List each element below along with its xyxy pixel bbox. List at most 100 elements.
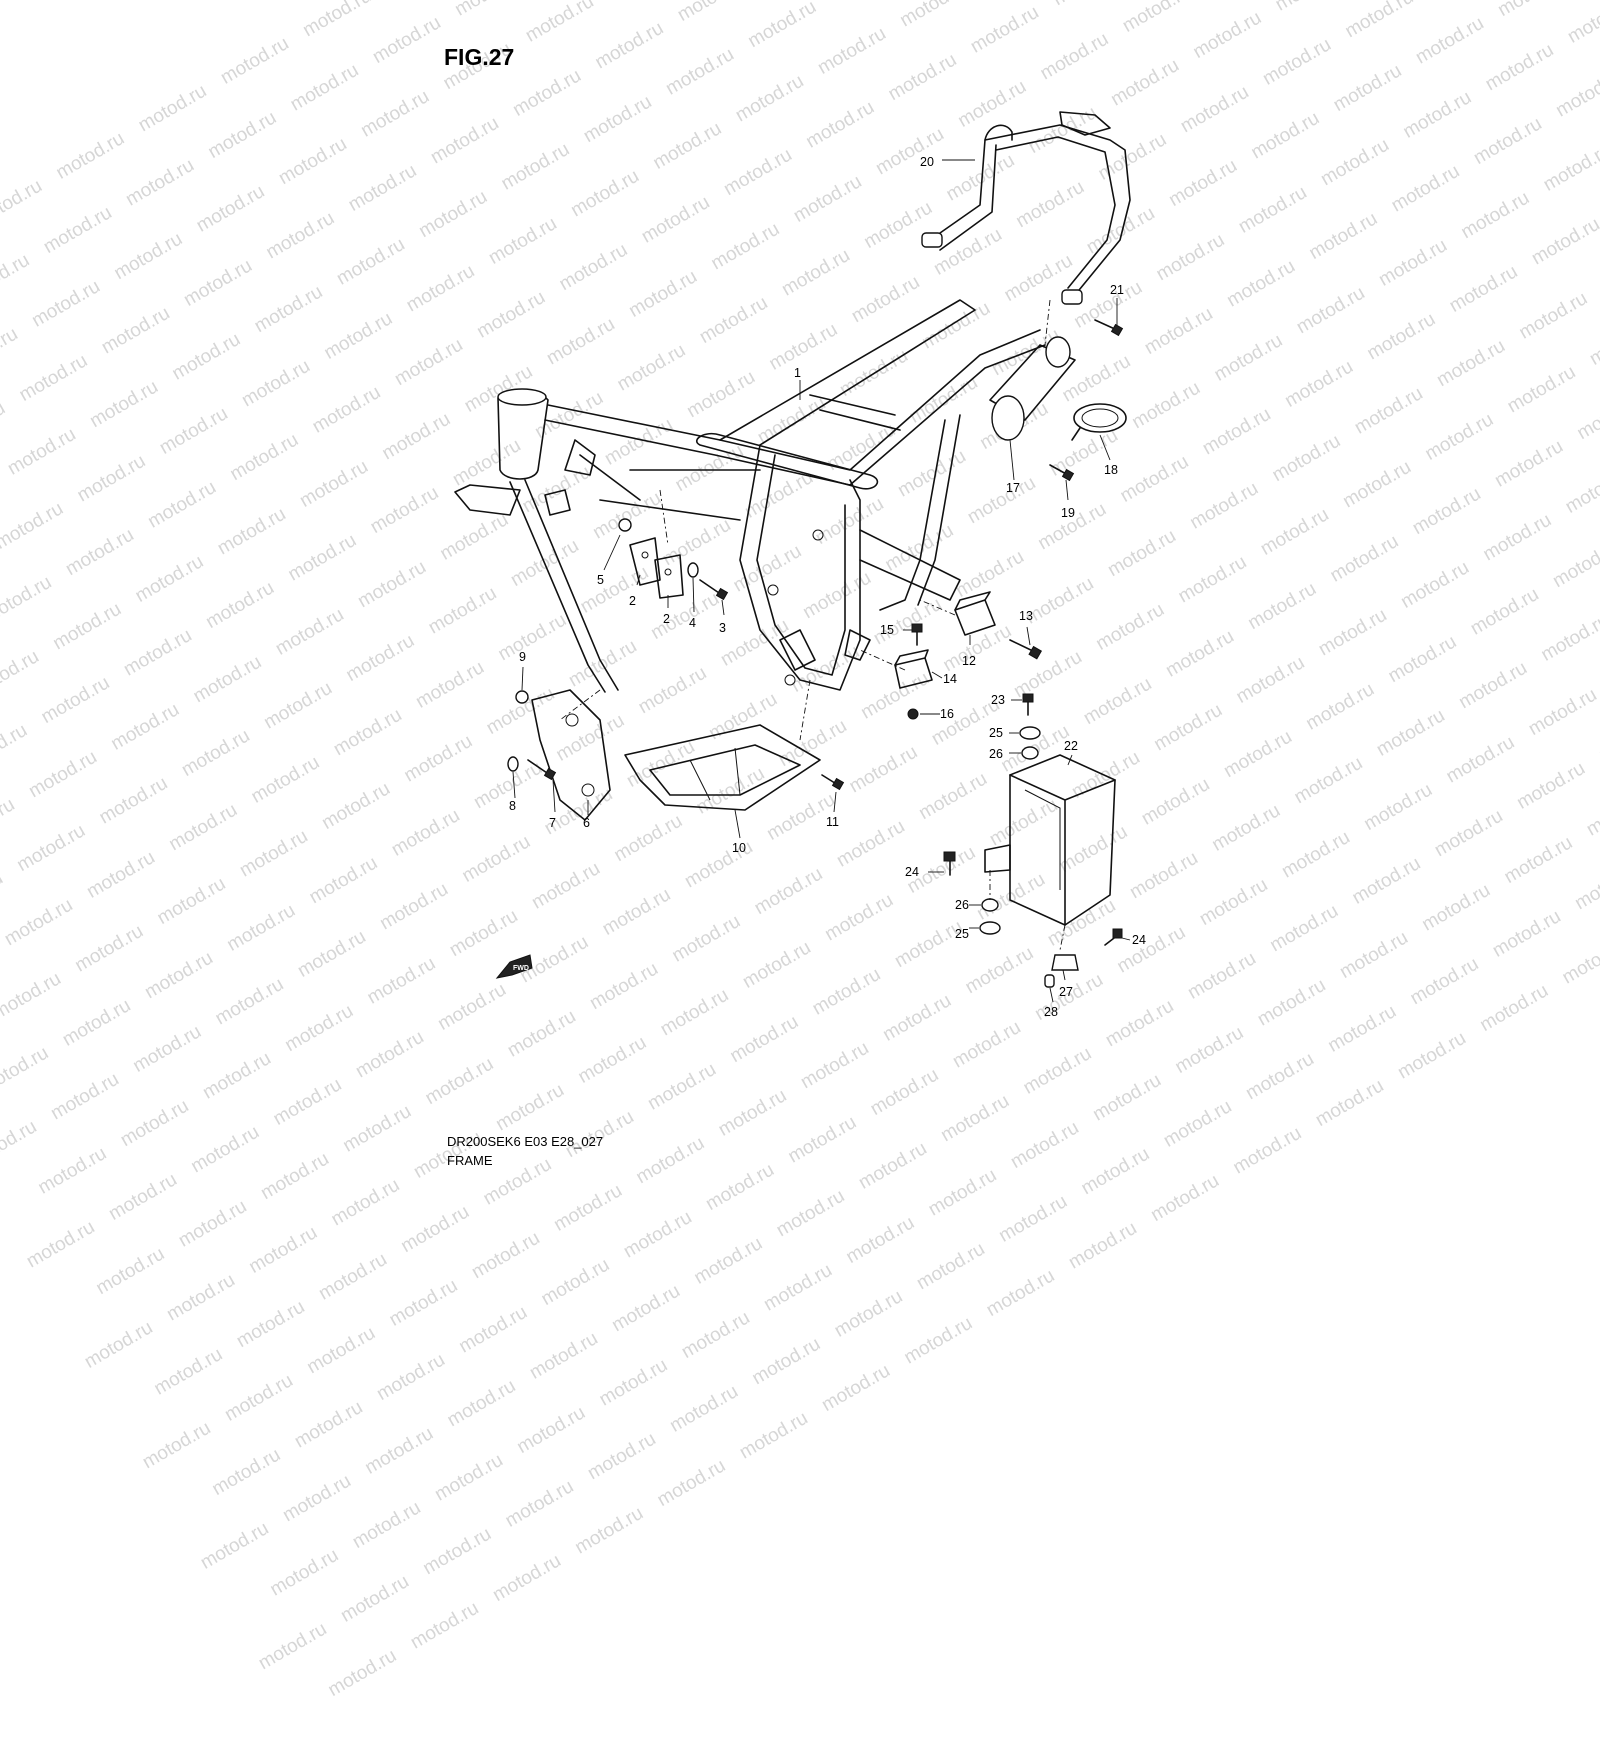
- skid-plate-10: [624, 724, 821, 811]
- fwd-arrow: FWD: [495, 954, 533, 979]
- callout-19: 19: [1061, 506, 1075, 520]
- watermark-text: motod.ru: [279, 1470, 355, 1527]
- watermark-text: motod.ru: [397, 1201, 473, 1258]
- watermark-text: motod.ru: [653, 1455, 730, 1511]
- watermark-text: motod.ru: [678, 1307, 754, 1363]
- watermark-text: motod.ru: [584, 1428, 660, 1485]
- watermark-text: motod.ru: [196, 1518, 273, 1574]
- callout-23: 23: [991, 693, 1005, 707]
- watermark-text: motod.ru: [608, 1280, 684, 1337]
- watermark-text: motod.ru: [913, 1238, 989, 1295]
- callout-15: 15: [880, 623, 894, 637]
- watermark-text: motod.ru: [361, 1423, 437, 1479]
- callout-6: 6: [583, 816, 590, 830]
- figure-caption: FRAME: [447, 1153, 493, 1168]
- bracket-6: [531, 689, 611, 821]
- watermark-text: motod.ru: [468, 1227, 544, 1284]
- callout-16: 16: [940, 707, 954, 721]
- watermark-text: motod.ru: [266, 1544, 343, 1601]
- callout-21: 21: [1110, 283, 1124, 297]
- fwd-label: FWD: [513, 965, 529, 972]
- main-frame: [454, 299, 1046, 693]
- watermark-text: motod.ru: [900, 1312, 977, 1369]
- mount-plates-2: [629, 537, 684, 599]
- watermark-text: motod.ru: [431, 1449, 507, 1506]
- watermark-text: motod.ru: [150, 1343, 227, 1400]
- watermark-text: motod.ru: [736, 1407, 812, 1464]
- leader-lines: [512, 159, 1131, 1003]
- callout-25a: 25: [989, 726, 1003, 740]
- callout-27: 27: [1059, 985, 1073, 999]
- callout-11: 11: [826, 815, 839, 829]
- watermark-text: motod.ru: [315, 1248, 391, 1305]
- figure-title: FIG.27: [444, 44, 515, 70]
- watermark-text: motod.ru: [232, 1296, 309, 1353]
- callout-25b: 25: [955, 927, 969, 941]
- rear-carrier: [921, 111, 1131, 305]
- callout-14: 14: [943, 672, 957, 686]
- watermark-text: motod.ru: [324, 1645, 401, 1701]
- watermark-text: motod.ru: [22, 1216, 99, 1273]
- callout-28: 28: [1044, 1005, 1058, 1019]
- callout-1: 1: [794, 366, 801, 380]
- watermark-text: motod.ru: [842, 1212, 919, 1268]
- assembly-lines: [559, 299, 1066, 951]
- watermark-text: motod.ru: [982, 1265, 1059, 1321]
- callout-2a: 2: [629, 594, 636, 608]
- callout-26a: 26: [989, 747, 1003, 761]
- watermark-text: motod.ru: [163, 1269, 239, 1326]
- watermark-text: motod.ru: [760, 1259, 836, 1316]
- watermark-text: motod.ru: [303, 1322, 379, 1379]
- cylindrical-part-17: [989, 336, 1076, 441]
- watermark-text: motod.ru: [92, 1243, 169, 1300]
- watermark-text: motod.ru: [1065, 1217, 1141, 1274]
- callout-8: 8: [509, 799, 516, 813]
- watermark-text: motod.ru: [348, 1497, 425, 1553]
- callout-12: 12: [962, 654, 976, 668]
- watermark-text: motod.ru: [174, 1195, 251, 1252]
- callout-numbers: 1 2 2 3 4 5 6 7 8 9 10 11 12 13 14 15 16…: [509, 155, 1146, 1019]
- watermark-text: motod.ru: [818, 1360, 894, 1416]
- watermark-text: motod.ru: [489, 1550, 565, 1606]
- callout-18: 18: [1104, 463, 1118, 477]
- callout-7: 7: [549, 816, 556, 830]
- callout-5: 5: [597, 573, 604, 587]
- watermark-text: motod.ru: [513, 1402, 589, 1458]
- callout-20: 20: [920, 155, 934, 169]
- callout-3: 3: [719, 621, 726, 635]
- callout-22: 22: [1064, 739, 1078, 753]
- watermark-text: motod.ru: [830, 1285, 907, 1342]
- callout-9: 9: [519, 650, 526, 664]
- watermark-text: motod.ru: [666, 1380, 742, 1437]
- watermark-text: motod.ru: [443, 1375, 520, 1432]
- watermark-text: motod.ru: [337, 1570, 413, 1627]
- watermark-text: motod.ru: [620, 1206, 696, 1263]
- watermark-text: motod.ru: [537, 1254, 614, 1310]
- callout-24b: 24: [1132, 933, 1146, 947]
- callout-24a: 24: [905, 865, 919, 879]
- rubber-mount-12: [954, 591, 996, 636]
- watermark-text: motod.ru: [501, 1475, 578, 1532]
- watermark-text: motod.ru: [455, 1301, 531, 1358]
- watermark-text: motod.ru: [208, 1444, 285, 1500]
- watermark-text: motod.ru: [221, 1370, 297, 1426]
- watermark-text: motod.ru: [385, 1275, 462, 1331]
- watermark-text: motod.ru: [748, 1333, 825, 1390]
- frame-parts-diagram: FWD 1 2: [454, 111, 1146, 1019]
- watermark-text: motod.ru: [690, 1233, 767, 1289]
- watermark-text: motod.ru: [245, 1222, 321, 1278]
- watermark-text: motod.ru: [419, 1523, 495, 1580]
- callout-2b: 2: [663, 612, 670, 626]
- watermark-text: motod.ru: [406, 1597, 483, 1654]
- clamp-ring-18: [1071, 403, 1127, 441]
- watermark-text: motod.ru: [290, 1396, 367, 1453]
- callout-17: 17: [1006, 481, 1020, 495]
- callout-26b: 26: [955, 898, 969, 912]
- watermark-text: motod.ru: [595, 1354, 672, 1411]
- watermark-text: motod.ru: [80, 1317, 157, 1373]
- callout-13: 13: [1019, 609, 1033, 623]
- battery-box-22: [984, 754, 1116, 926]
- watermark-text: motod.ru: [138, 1417, 215, 1474]
- watermark-text: motod.ru: [526, 1328, 602, 1384]
- watermark-text: motod.ru: [571, 1502, 647, 1559]
